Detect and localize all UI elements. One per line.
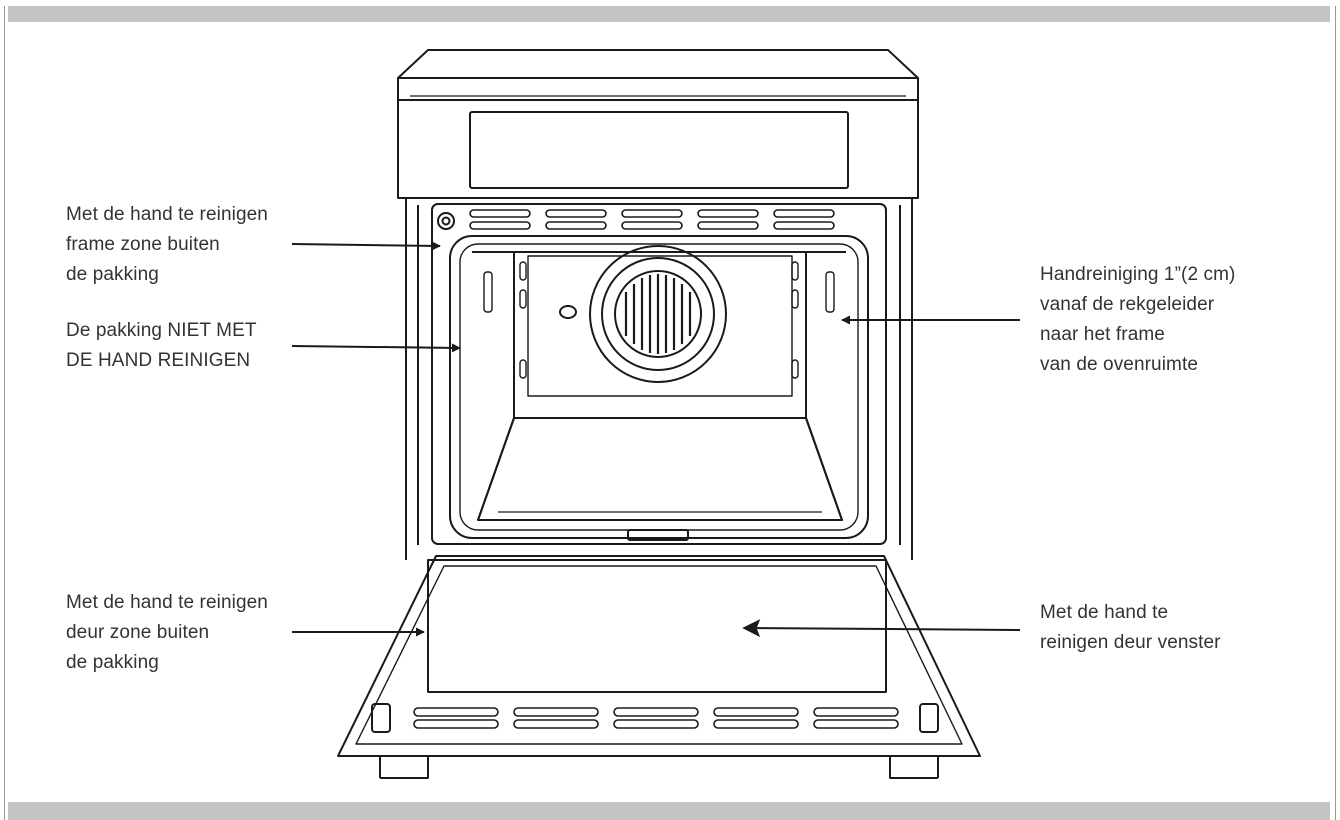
top-band xyxy=(8,6,1330,22)
oven-control-panel xyxy=(397,99,919,199)
oven-foot-right xyxy=(889,756,939,779)
oven-cavity-floor xyxy=(477,417,843,521)
arrow-door-window xyxy=(742,619,1021,638)
door-hinge-catch xyxy=(627,529,689,541)
label-frame-outside-gasket: Met de hand te reinigen frame zone buite… xyxy=(66,204,268,285)
page-border-right xyxy=(1335,6,1336,820)
page-border-left xyxy=(4,6,5,820)
arrow-gasket xyxy=(291,343,461,353)
oven-door xyxy=(337,555,981,757)
bottom-band xyxy=(8,802,1330,820)
oven-body-left xyxy=(405,198,419,560)
oven-cavity-back xyxy=(513,251,807,419)
door-gasket xyxy=(449,235,869,539)
rack-guide-left xyxy=(483,261,527,379)
label-gasket-no-hand: De pakking NIET MET DE HAND REINIGEN xyxy=(66,320,257,371)
oven-knob-icon xyxy=(437,212,455,230)
door-vent-slots xyxy=(413,707,899,729)
label-door-outside-gasket: Met de hand te reinigen deur zone buiten… xyxy=(66,592,268,673)
oven-foot-left xyxy=(379,756,429,779)
convection-fan-icon xyxy=(589,245,727,383)
oven-top-lid xyxy=(397,49,919,79)
rack-guide-right xyxy=(791,261,835,379)
oven-top-trim xyxy=(397,77,919,101)
cavity-light-icon xyxy=(559,305,577,319)
door-window xyxy=(427,559,887,693)
arrow-frame-outside-gasket xyxy=(291,241,441,251)
control-panel-display xyxy=(469,111,849,189)
top-vent-slots xyxy=(469,209,835,230)
label-rack-guide: Handreiniging 1”(2 cm) vanaf de rekgelei… xyxy=(1040,264,1236,375)
oven-body-right xyxy=(899,198,913,560)
label-door-window: Met de hand te reinigen deur venster xyxy=(1040,602,1221,653)
oven-front-frame xyxy=(431,203,887,545)
